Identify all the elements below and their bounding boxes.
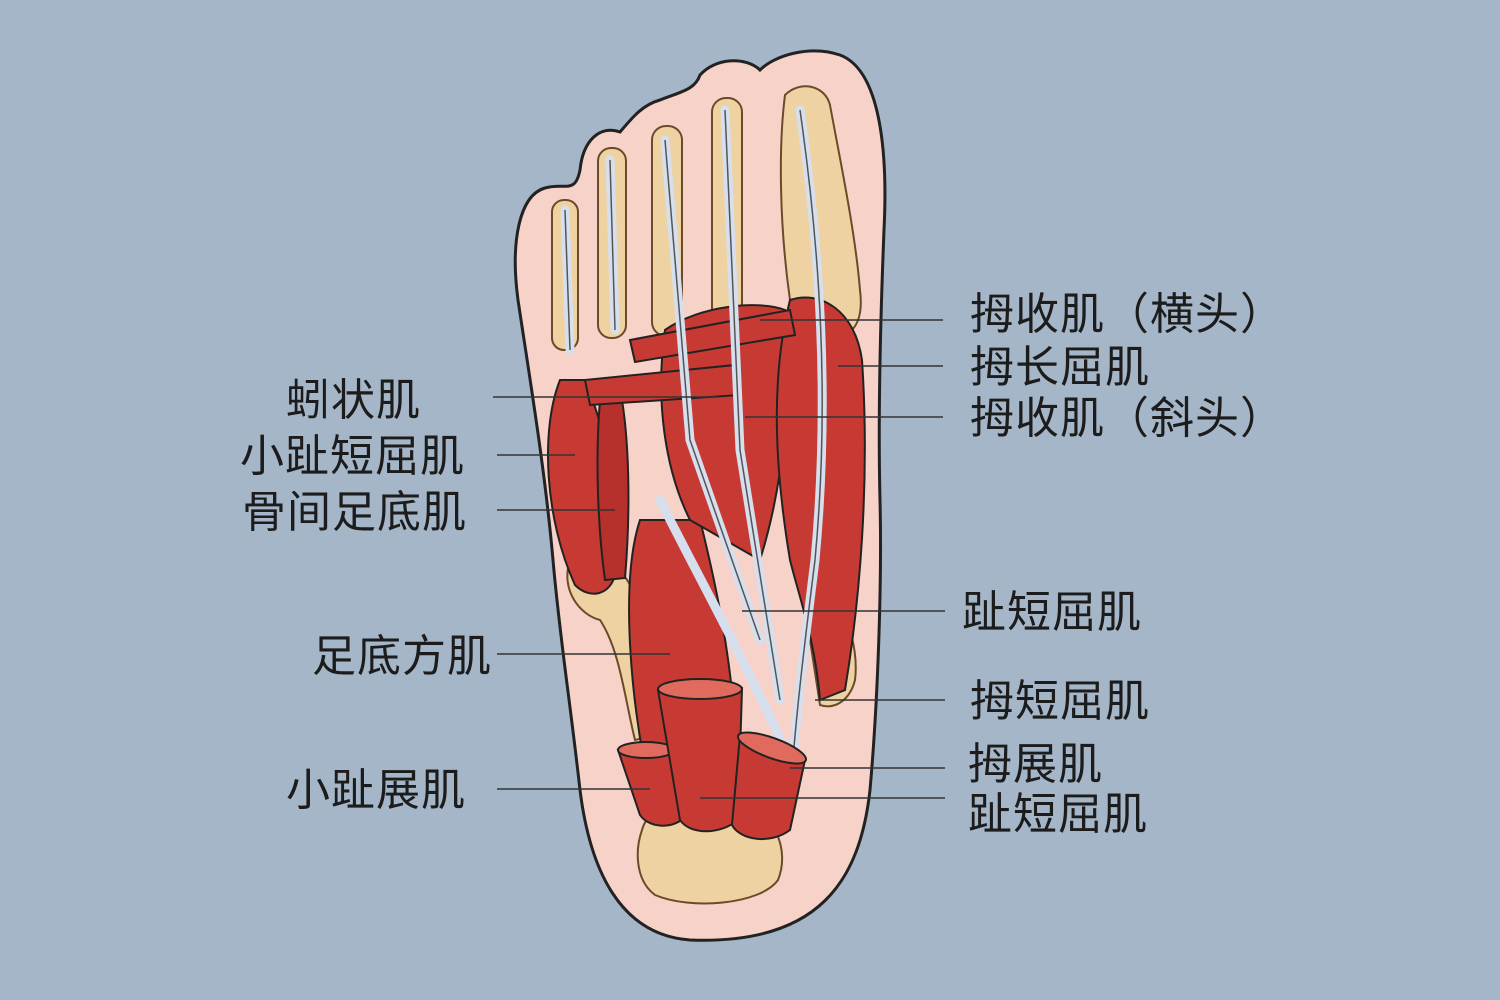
label-flexor-digiti-minimi: 小趾短屈肌 [240,431,465,482]
tendon-outlines [564,109,823,801]
label-abductor-hallucis: 拇展肌 [968,739,1103,790]
label-flexor-digitorum-brevis: 趾短屈肌 [962,587,1142,638]
label-flexor-digitorum-brevis-2: 趾短屈肌 [968,789,1148,840]
label-quadratus-plantae: 足底方肌 [312,631,492,682]
abductor-digiti-minimi-cut [617,741,675,759]
abductor-hallucis-cut [736,731,808,765]
label-adductor-hallucis-oblique: 拇收肌（斜头） [970,393,1285,444]
label-lumbricals: 蚓状肌 [286,375,421,426]
plantar-interossei-muscle [596,399,630,582]
label-plantar-interossei: 骨间足底肌 [242,487,467,538]
label-abductor-digiti-minimi: 小趾展肌 [286,765,466,816]
flexor-digitorum-brevis-cut [657,678,743,700]
label-flexor-hallucis-longus: 拇长屈肌 [970,342,1150,393]
label-adductor-hallucis-transverse: 拇收肌（横头） [970,289,1285,340]
leader-lines [493,319,945,799]
label-flexor-hallucis-brevis: 拇短屈肌 [970,676,1150,727]
